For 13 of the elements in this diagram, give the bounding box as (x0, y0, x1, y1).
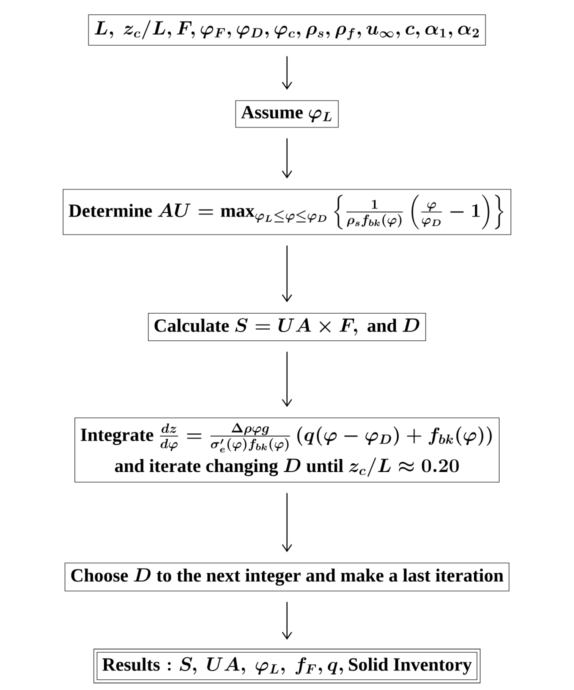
process-box: $\text{Choose } D \text{ to the next integer and make a last iteration}$ (64, 562, 510, 592)
arrow (282, 352, 292, 407)
process-box: $L,\ z_c/L, F, \varphi_F, \varphi_D, \varphi_c, \rho_s, \rho_f, u_\infty, c, \alpha_1, \alpha_2$ (88, 14, 486, 46)
arrow (282, 246, 292, 302)
arrow (282, 602, 292, 640)
process-box: $\text{Calculate } S = UA \times F, \text{ and } D$ (148, 312, 426, 342)
arrow (282, 493, 292, 552)
process-box: $\text{Determine } AU = \max_{\varphi_L \le \varphi \le \varphi_D} \left\{ \frac{1}{\rho_s f_{bk}(\varphi)} \left( \frac{\varphi}{\varphi_D} - 1 \right) \right\}$ (62, 189, 512, 235)
arrow (282, 138, 292, 178)
result-box: $\text{Results}: S,\ UA,\ \varphi_L,\ f_F, q, \text{Solid Inventory}$ (94, 648, 480, 684)
arrow (282, 56, 292, 90)
process-box: $\text{Integrate } \frac{dz}{d\varphi} = \frac{\Delta\rho\varphi g}{\sigma_e'(\varphi) f_{bk}(\varphi)} \left( q(\varphi - \varphi_D) + f_{bk}(\varphi) \right)$ $\text{and iterate changing } D \text{ until } z_c/L \approx 0.20$ (74, 418, 500, 482)
process-box: $\text{Assume } \varphi_L$ (235, 100, 339, 128)
